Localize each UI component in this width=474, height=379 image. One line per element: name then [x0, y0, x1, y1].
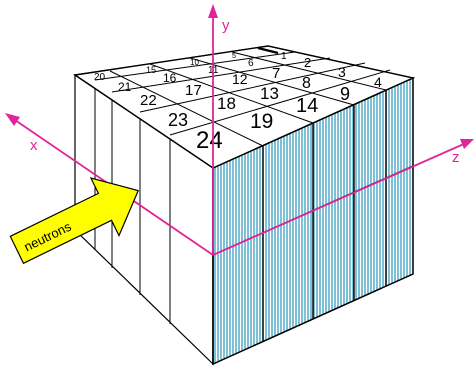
module-number: 22: [140, 92, 157, 109]
module-number: 20: [94, 72, 106, 83]
module-number: 21: [118, 80, 132, 94]
module-number: 19: [250, 110, 273, 133]
x-axis-label: x: [30, 137, 38, 154]
module-numbers: 20 15 10 5 1 21 16 11 6 2 22 17 12 7 3 2…: [94, 51, 382, 154]
top-face-grid: [94, 51, 391, 147]
module-number: 15: [146, 65, 156, 75]
module-number: 10: [190, 58, 199, 67]
module-number: 24: [196, 127, 223, 154]
y-axis-label: y: [222, 17, 230, 34]
z-axis: [212, 142, 467, 256]
module-number: 9: [340, 84, 350, 104]
module-number: 13: [260, 84, 279, 103]
module-number: 18: [217, 94, 236, 113]
module-number: 16: [163, 71, 177, 85]
module-number: 17: [185, 82, 202, 99]
module-number: 1: [281, 51, 287, 62]
coordinate-axes: [5, 4, 474, 256]
module-number: 8: [302, 75, 311, 92]
module-number: 14: [296, 95, 318, 117]
module-number: 7: [272, 65, 280, 82]
module-number: 6: [248, 58, 254, 69]
z-axis-label: z: [452, 149, 460, 166]
module-number: 23: [168, 110, 188, 130]
module-number: 2: [304, 55, 311, 70]
module-number: 3: [338, 64, 346, 80]
x-axis-arrowhead: [5, 113, 20, 126]
y-axis-arrowhead: [208, 4, 218, 18]
module-number: 12: [232, 71, 248, 87]
module-number: 5: [232, 53, 236, 60]
module-number: 4: [374, 74, 382, 90]
z-axis-arrowhead: [460, 139, 474, 149]
